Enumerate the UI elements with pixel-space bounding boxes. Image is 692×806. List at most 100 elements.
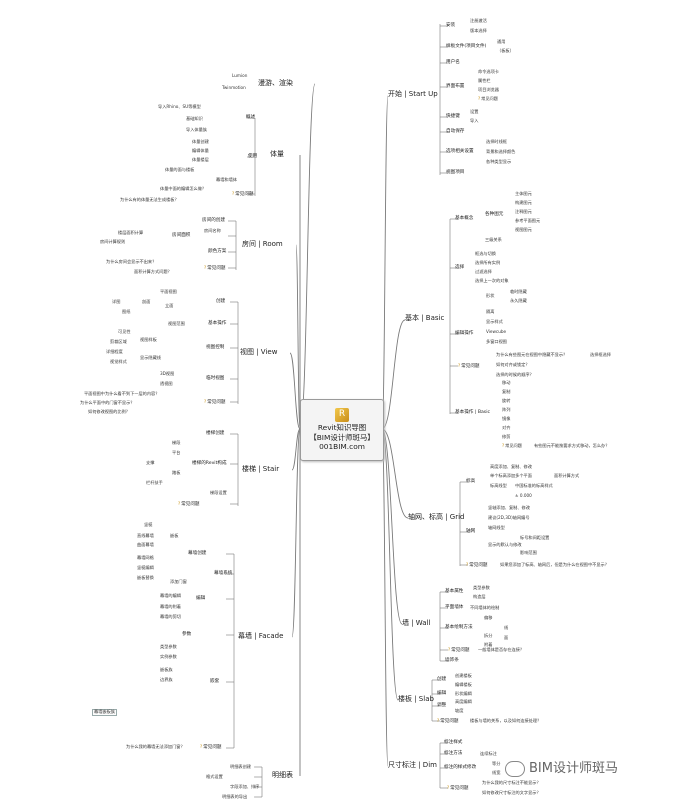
slab-edit[interactable]: 编辑	[437, 691, 447, 696]
dim-method[interactable]: 标注方法	[444, 751, 463, 756]
slab-create[interactable]: 创建	[437, 677, 447, 682]
basic-families[interactable]: 各种图元	[485, 212, 504, 217]
list-item: 注释图元	[515, 209, 532, 214]
start-template[interactable]: 样板文件(项目文件)	[446, 44, 487, 49]
wall-edit[interactable]: 基本绘制方法	[445, 625, 473, 630]
faq-icon: ?	[478, 96, 481, 101]
branch-wall[interactable]: 墙 | Wall	[402, 619, 431, 627]
list-item: 导入	[470, 118, 479, 123]
dim-style[interactable]: 标注的样式修改	[444, 765, 477, 770]
branch-slab[interactable]: 楼板 | Slab	[398, 695, 434, 703]
view-temp[interactable]: 临时视图	[206, 376, 225, 381]
wall-plan[interactable]: 平面墙体	[445, 605, 464, 610]
branch-view[interactable]: 视图 | View	[240, 348, 278, 356]
faq-icon: ?	[204, 399, 207, 404]
room-color[interactable]: 颜色方案	[208, 249, 227, 254]
branch-render[interactable]: 漫游、渲染	[258, 79, 293, 87]
faq-icon: ?	[448, 647, 451, 652]
dim-base[interactable]: 标注样式	[444, 740, 463, 745]
basic-concept[interactable]: 基本概念	[455, 216, 474, 221]
list-item: 体量楼层	[192, 157, 209, 162]
start-autosave[interactable]: 自动保存	[446, 129, 465, 134]
list-item: ± 0.000	[515, 493, 532, 498]
branch-basic[interactable]: 基本 | Basic	[405, 314, 445, 322]
grid-level[interactable]: 标高	[466, 479, 476, 484]
facade-system[interactable]: 幕墙系统	[214, 571, 233, 576]
facade-edit[interactable]: 编辑	[196, 596, 206, 601]
list-item: ?常见问题	[502, 443, 522, 448]
mass-edit[interactable]: 使用	[248, 154, 258, 159]
view-create[interactable]: 创建	[216, 299, 226, 304]
start-install[interactable]: 安装	[446, 23, 456, 28]
start-user[interactable]: 用户名	[446, 60, 460, 65]
start-ui[interactable]: 界面布置	[446, 84, 465, 89]
room-create[interactable]: 房间的创建	[202, 218, 225, 223]
wall-cover[interactable]: 墙饰条	[445, 658, 459, 663]
dim-faq[interactable]: ?常见问题	[447, 785, 469, 791]
list-item: 不同墙体的绘制	[470, 605, 500, 610]
facade-params[interactable]: 参数	[182, 632, 192, 637]
list-item: 嵌板替换	[137, 575, 154, 580]
branch-stair[interactable]: 楼梯 | Stair	[242, 465, 280, 473]
view-type[interactable]: 基本操作	[208, 321, 227, 326]
view-detail[interactable]: 视图控制	[206, 345, 225, 350]
branch-room[interactable]: 房间 | Room	[242, 240, 283, 248]
facade-curtain[interactable]: 幕墙创建	[188, 551, 207, 556]
list-item: 形状编辑	[455, 691, 472, 696]
list-item: 框选与切换	[475, 251, 496, 256]
mass-concept[interactable]: 概述	[246, 115, 256, 120]
list-item: 编辑楼板	[455, 682, 472, 687]
list-item: 如果您添加了标高、轴网后，但是为什么在视图中不显示？	[500, 562, 609, 567]
basic-faq[interactable]: ?常见问题	[458, 363, 480, 369]
stair-base[interactable]: 楼梯创建	[206, 431, 225, 436]
stair-faq[interactable]: ?常见问题	[178, 501, 200, 507]
branch-mass[interactable]: 体量	[270, 150, 284, 158]
list-item: Viewcube	[486, 329, 507, 334]
list-item: 视图图元	[515, 227, 532, 232]
grid-faq[interactable]: ?常见问题	[466, 562, 488, 568]
list-item: 线宽	[492, 770, 501, 775]
revit-logo-icon: R	[335, 408, 349, 423]
branch-start[interactable]: 开始 | Start Up	[388, 90, 438, 98]
list-item: ?常见问题	[478, 96, 498, 101]
basic-select[interactable]: 选择	[455, 265, 465, 270]
start-extra[interactable]: 视图项目	[446, 170, 465, 175]
view-faq[interactable]: ?常见问题	[204, 399, 226, 405]
wall-props[interactable]: 基本属性	[445, 589, 464, 594]
stair-rule[interactable]: 楼梯的Revit构成	[192, 461, 227, 466]
mass-faq[interactable]: ?常见问题	[232, 191, 254, 197]
facade-faq[interactable]: ?常见问题	[200, 744, 222, 750]
list-item: 可见性	[118, 329, 131, 334]
room-faq[interactable]: ?常见问题	[204, 265, 226, 271]
slab-adjust[interactable]: 调整	[437, 703, 447, 708]
list-item: 标号和间距设置	[520, 535, 550, 540]
list-item: 创建楼板	[455, 673, 472, 678]
facade-nest[interactable]: 嵌套	[210, 679, 220, 684]
list-item: 建议(2D,3D)轴网编号	[488, 515, 530, 520]
branch-facade[interactable]: 幕墙 | Facade	[238, 632, 284, 640]
wall-faq[interactable]: ?常见问题	[448, 647, 470, 653]
list-item: 对齐	[502, 425, 511, 430]
start-options[interactable]: 选项相关设置	[446, 149, 474, 154]
branch-grid[interactable]: 轴网、标高 | Grid	[408, 513, 465, 521]
list-item: 标高线型	[490, 483, 507, 488]
central-topic[interactable]: R Revit知识导图 【BIM设计师斑马】 001BIM.com	[300, 399, 384, 461]
list-item: 明细表的导出	[222, 794, 248, 799]
branch-detail[interactable]: 明细表	[272, 771, 293, 779]
list-item: 栏杆扶手	[146, 480, 163, 485]
faq-icon: ?	[178, 501, 181, 506]
central-url: 001BIM.com	[319, 442, 365, 452]
start-shortcut[interactable]: 快捷键	[446, 114, 460, 119]
slab-faq[interactable]: ?常见问题	[437, 718, 459, 724]
list-item: 过滤选择	[475, 269, 492, 274]
faq-icon: ?	[437, 718, 440, 723]
room-rule[interactable]: 房间面积	[172, 233, 191, 238]
branch-dim[interactable]: 尺寸标注 | Dim	[388, 761, 437, 769]
branch-connector	[381, 319, 406, 430]
basic-ops[interactable]: 基本操作 | Basic	[455, 410, 491, 415]
grid-axis[interactable]: 轴网	[466, 529, 476, 534]
branch-connector	[381, 95, 389, 430]
list-item: 如何修改尺寸标注的文字显示？	[482, 790, 541, 795]
basic-modify[interactable]: 编辑操作	[455, 331, 474, 336]
list-item: 透视图	[160, 381, 173, 386]
